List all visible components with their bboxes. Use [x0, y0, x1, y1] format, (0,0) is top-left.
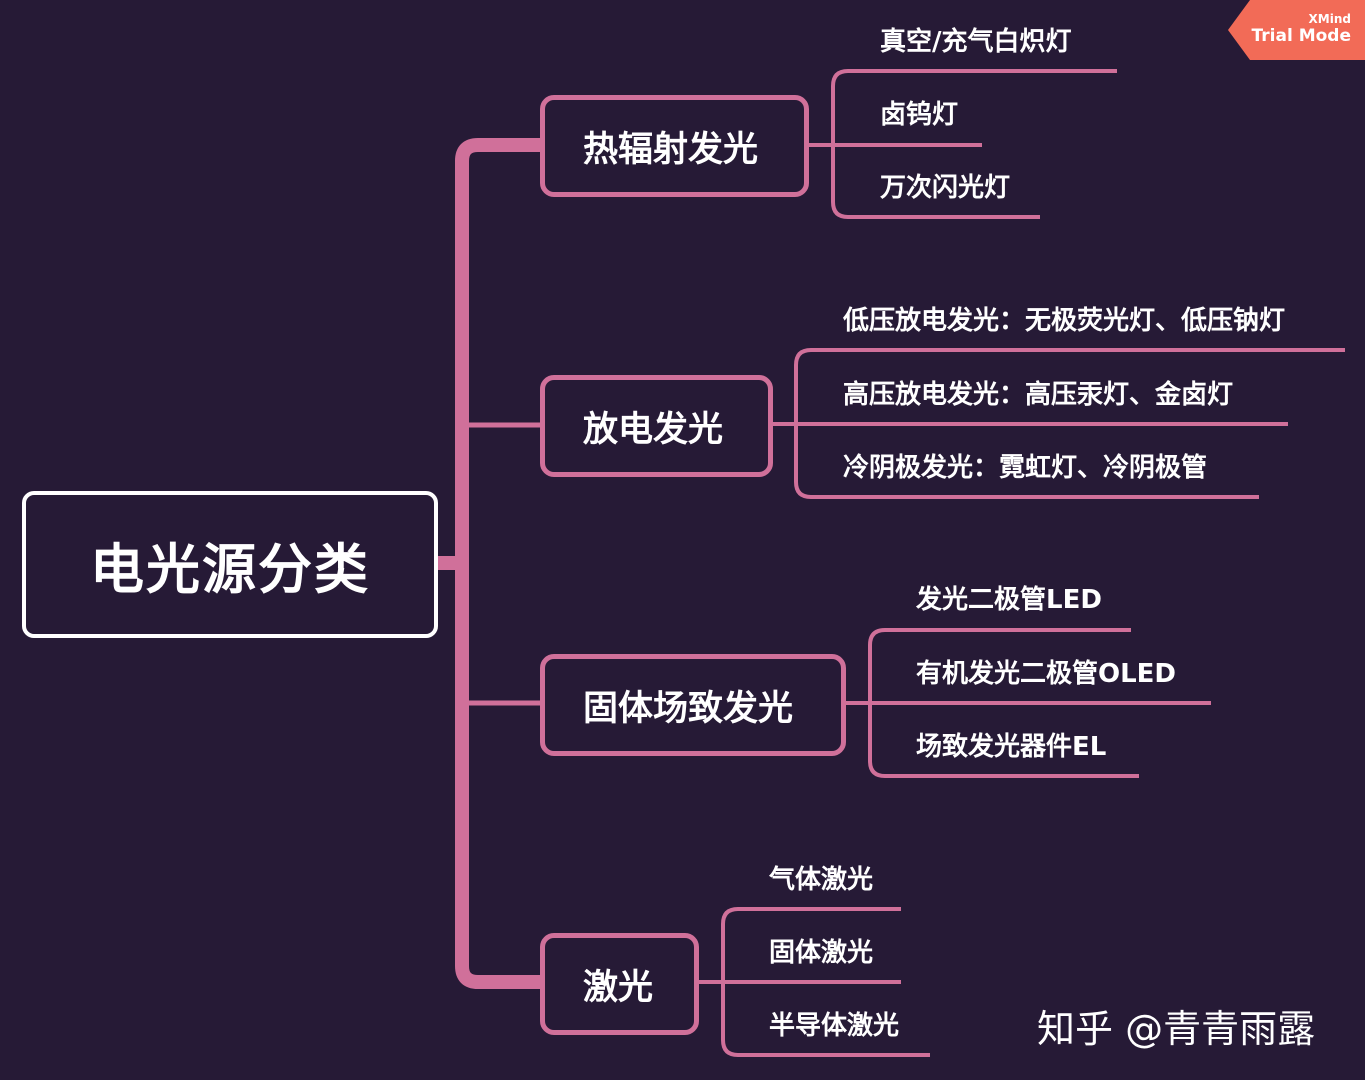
leaf-topic[interactable]: 真空/充气白炽灯 — [880, 27, 1072, 57]
leaf-topic[interactable]: 冷阴极发光：霓虹灯、冷阴极管 — [843, 453, 1208, 483]
branch-solid-state[interactable]: 固体场致发光 — [540, 654, 846, 756]
badge-mode: Trial Mode — [1251, 26, 1351, 46]
leaf-topic[interactable]: 发光二极管LED — [916, 585, 1102, 615]
branch-laser[interactable]: 激光 — [540, 933, 699, 1035]
xmind-trial-badge[interactable]: XMind Trial Mode — [1228, 0, 1365, 60]
leaf-topic[interactable]: 有机发光二极管OLED — [916, 659, 1177, 689]
branch-discharge[interactable]: 放电发光 — [540, 375, 773, 477]
zhihu-watermark: 知乎 @青青雨露 — [1037, 1007, 1316, 1051]
leaf-topic[interactable]: 固体激光 — [769, 938, 874, 968]
branch-thermal-radiation[interactable]: 热辐射发光 — [540, 95, 809, 197]
leaf-topic[interactable]: 场致发光器件EL — [916, 732, 1107, 762]
leaf-topic[interactable]: 高压放电发光：高压汞灯、金卤灯 — [843, 380, 1234, 410]
leaf-topic[interactable]: 气体激光 — [769, 865, 874, 895]
leaf-topic[interactable]: 卤钨灯 — [880, 100, 959, 130]
badge-brand: XMind — [1308, 12, 1351, 26]
leaf-topic[interactable]: 低压放电发光：无极荧光灯、低压钠灯 — [843, 306, 1286, 336]
leaf-topic[interactable]: 半导体激光 — [769, 1011, 900, 1041]
root-topic[interactable]: 电光源分类 — [22, 491, 438, 638]
leaf-topic[interactable]: 万次闪光灯 — [880, 173, 1011, 203]
